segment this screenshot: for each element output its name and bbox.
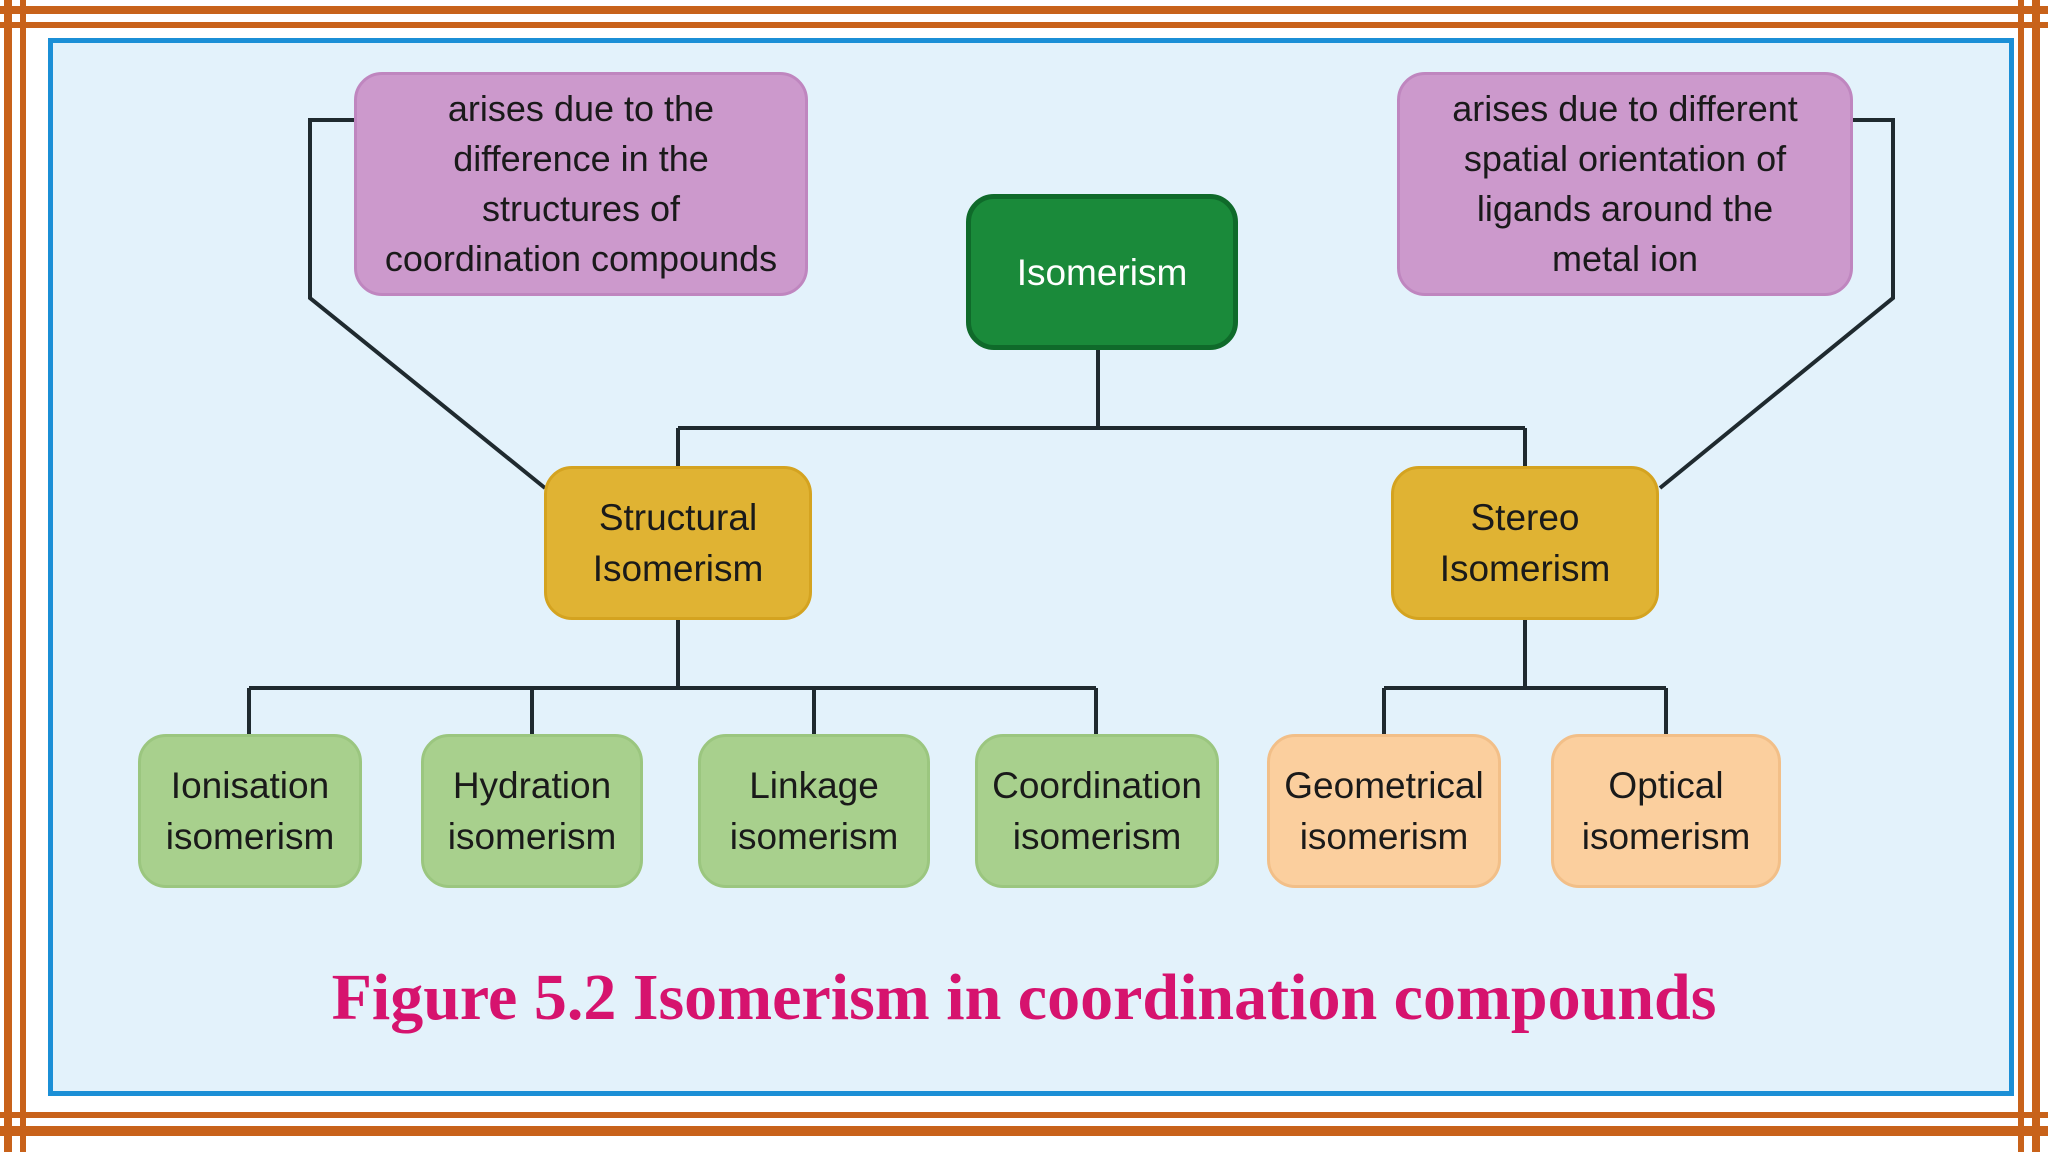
leaf-linkage-isomerism: Linkage isomerism	[698, 734, 930, 888]
leaf-geometrical-isomerism: Geometrical isomerism	[1267, 734, 1501, 888]
root-node-isomerism: Isomerism	[966, 194, 1238, 350]
frame-bottom-line-outer	[0, 1126, 2048, 1136]
branch-structural-isomerism: Structural Isomerism	[544, 466, 812, 620]
frame-right-line-outer	[2032, 0, 2040, 1152]
leaf-coordination-isomerism: Coordination isomerism	[975, 734, 1219, 888]
note-stereo: arises due to different spatial orientat…	[1397, 72, 1853, 296]
leaf-hydration-isomerism: Hydration isomerism	[421, 734, 643, 888]
figure-caption: Figure 5.2 Isomerism in coordination com…	[331, 961, 1717, 1034]
connector-note-structural	[308, 118, 547, 490]
frame-right-line-inner	[2018, 0, 2024, 1152]
leaf-optical-isomerism: Optical isomerism	[1551, 734, 1781, 888]
frame-top-line-inner	[0, 22, 2048, 28]
frame-top-line-outer	[0, 6, 2048, 14]
connector-note-stereo	[1658, 118, 1895, 490]
note-structural: arises due to the difference in the stru…	[354, 72, 808, 296]
frame-left-line-outer	[4, 0, 12, 1152]
leaf-ionisation-isomerism: Ionisation isomerism	[138, 734, 362, 888]
frame-bottom-line-inner	[0, 1112, 2048, 1118]
branch-stereo-isomerism: Stereo Isomerism	[1391, 466, 1659, 620]
frame-left-line-inner	[20, 0, 26, 1152]
